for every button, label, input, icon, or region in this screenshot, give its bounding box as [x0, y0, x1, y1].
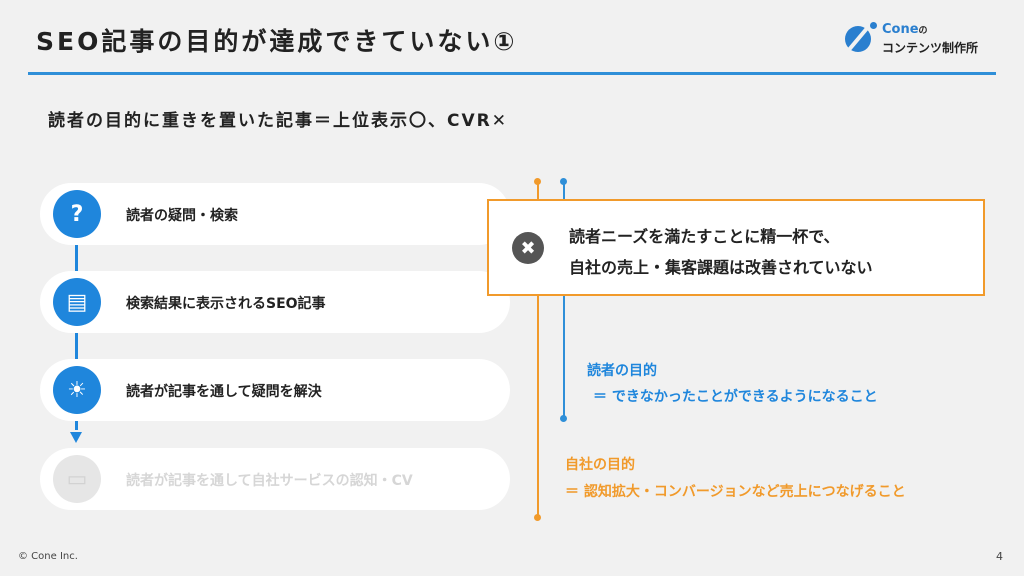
reader-purpose-title: 読者の目的 — [587, 363, 657, 379]
company-purpose-desc: ＝ 認知拡大・コンバージョンなど売上につなげること — [565, 484, 906, 500]
reader-line-bottom-dot — [560, 415, 567, 422]
step-question-solved: ☀ 読者が記事を通して疑問を解決 — [40, 359, 510, 421]
logo-brand: Coneの — [882, 22, 928, 37]
company-line-bottom-dot — [534, 514, 541, 521]
step-reader-question: ? 読者の疑問・検索 — [40, 183, 510, 245]
lightbulb-icon: ☀ — [53, 366, 101, 414]
reader-purpose-line — [563, 182, 565, 418]
x-circle-icon: ✖ — [512, 232, 544, 264]
logo-dot — [870, 22, 877, 29]
ticket-icon: ▭ — [53, 455, 101, 503]
article-icon: ▤ — [53, 278, 101, 326]
callout-line-1: 読者ニーズを満たすことに精一杯で、 — [569, 227, 840, 246]
company-purpose-line — [537, 182, 539, 518]
problem-callout: ✖ 読者ニーズを満たすことに精一杯で、 自社の売上・集客課題は改善されていない — [487, 199, 985, 296]
step-label: 読者が記事を通して自社サービスの認知・CV — [126, 473, 413, 489]
company-purpose-title: 自社の目的 — [565, 457, 635, 473]
copyright: © Cone Inc. — [18, 551, 78, 562]
logo: Coneの コンテンツ制作所 — [845, 22, 1005, 56]
callout-line-2: 自社の売上・集客課題は改善されていない — [569, 258, 873, 277]
reader-line-top-dot — [560, 178, 567, 185]
title-divider — [28, 72, 996, 75]
step-seo-article: ▤ 検索結果に表示されるSEO記事 — [40, 271, 510, 333]
question-icon: ? — [53, 190, 101, 238]
step-label: 検索結果に表示されるSEO記事 — [126, 296, 326, 312]
slide-title: SEO記事の目的が達成できていない① — [36, 27, 518, 56]
step-label: 読者が記事を通して疑問を解決 — [126, 384, 322, 400]
step-label: 読者の疑問・検索 — [126, 208, 238, 224]
slide-subtitle: 読者の目的に重きを置いた記事＝上位表示〇、CVR✕ — [48, 111, 508, 131]
reader-purpose-desc: ＝ できなかったことができるようになること — [593, 389, 878, 405]
company-line-top-dot — [534, 178, 541, 185]
cone-logo-icon — [845, 26, 871, 52]
logo-tagline: コンテンツ制作所 — [882, 41, 979, 55]
step-service-cv: ▭ 読者が記事を通して自社サービスの認知・CV — [40, 448, 510, 510]
flow-arrow-icon — [70, 432, 82, 443]
page-number: 4 — [996, 550, 1003, 563]
